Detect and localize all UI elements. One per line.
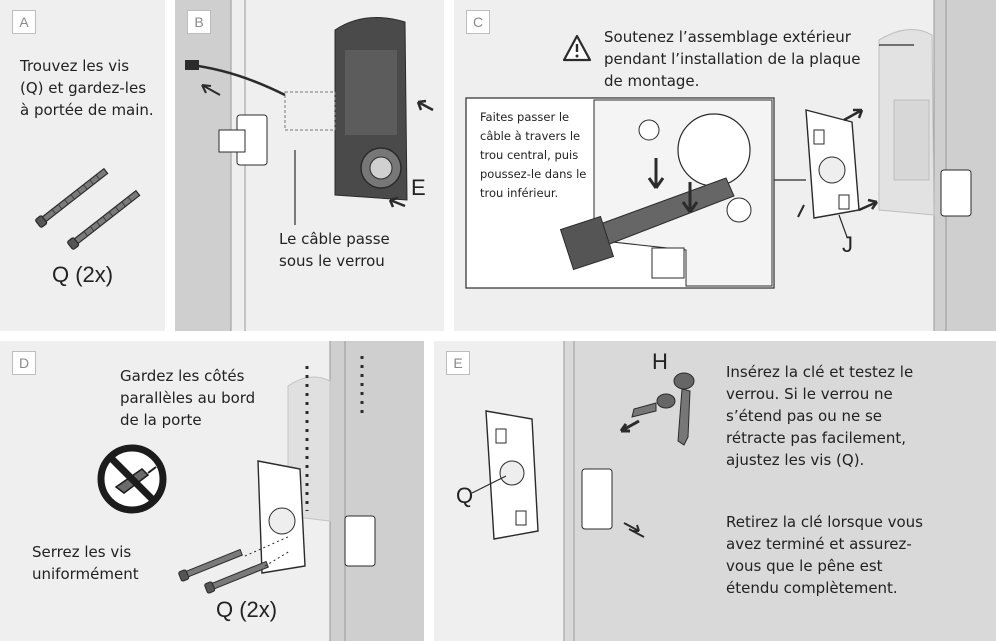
key-test-illustration: [471, 341, 996, 641]
panel-e-label: E: [446, 351, 470, 375]
panel-c: C Soutenez l’assemblage extérieur pendan…: [454, 0, 996, 331]
panel-d-label: D: [12, 351, 36, 375]
panel-e-key-label: H: [652, 349, 668, 374]
panel-d-note-top: Gardez les côtés parallèles au bord de l…: [120, 367, 256, 429]
door-lock-illustration: [175, 0, 434, 331]
warning-icon: [562, 34, 592, 62]
panel-e-screw-label: Q: [456, 483, 474, 508]
panel-a-part-label: Q (2x): [52, 262, 114, 287]
panel-b-caption: Le câble passe sous le verrou: [279, 230, 390, 270]
screw-installation-illustration: [178, 341, 424, 641]
panel-c-label: C: [466, 10, 490, 34]
panel-d-part-label: Q (2x): [216, 597, 278, 622]
panel-e-instructions-2: Retirez la clé lorsque vous avez terminé…: [726, 513, 923, 597]
panel-c-part-label: J: [842, 232, 853, 257]
panel-c-inset-text: Faites passer le câble à travers le trou…: [480, 110, 587, 200]
panel-d-note-bottom: Serrez les vis uniformément: [32, 543, 139, 583]
screws-illustration: [35, 167, 141, 250]
panel-c-warning: Soutenez l’assemblage extérieur pendant …: [604, 28, 861, 90]
panel-e-instructions-1: Insérez la clé et testez le verrou. Si l…: [726, 363, 914, 469]
panel-a: A Trouvez les vis (Q) et gardez-les à po…: [0, 0, 165, 331]
mounting-plate-illustration: [465, 0, 996, 331]
panel-b: B E Le câble passe sous le verrou: [175, 0, 444, 331]
panel-d: D Gardez les côtés parallèles au bord de…: [0, 341, 424, 641]
panel-b-part-label: E: [411, 175, 426, 200]
panel-a-label: A: [12, 10, 36, 34]
no-power-drill-icon: [97, 444, 167, 514]
panel-a-text: Trouvez les vis (Q) et gardez-les à port…: [20, 57, 154, 119]
panel-e: E H Q Insérez la clé et testez le verrou…: [434, 341, 996, 641]
panel-b-label: B: [187, 10, 211, 34]
